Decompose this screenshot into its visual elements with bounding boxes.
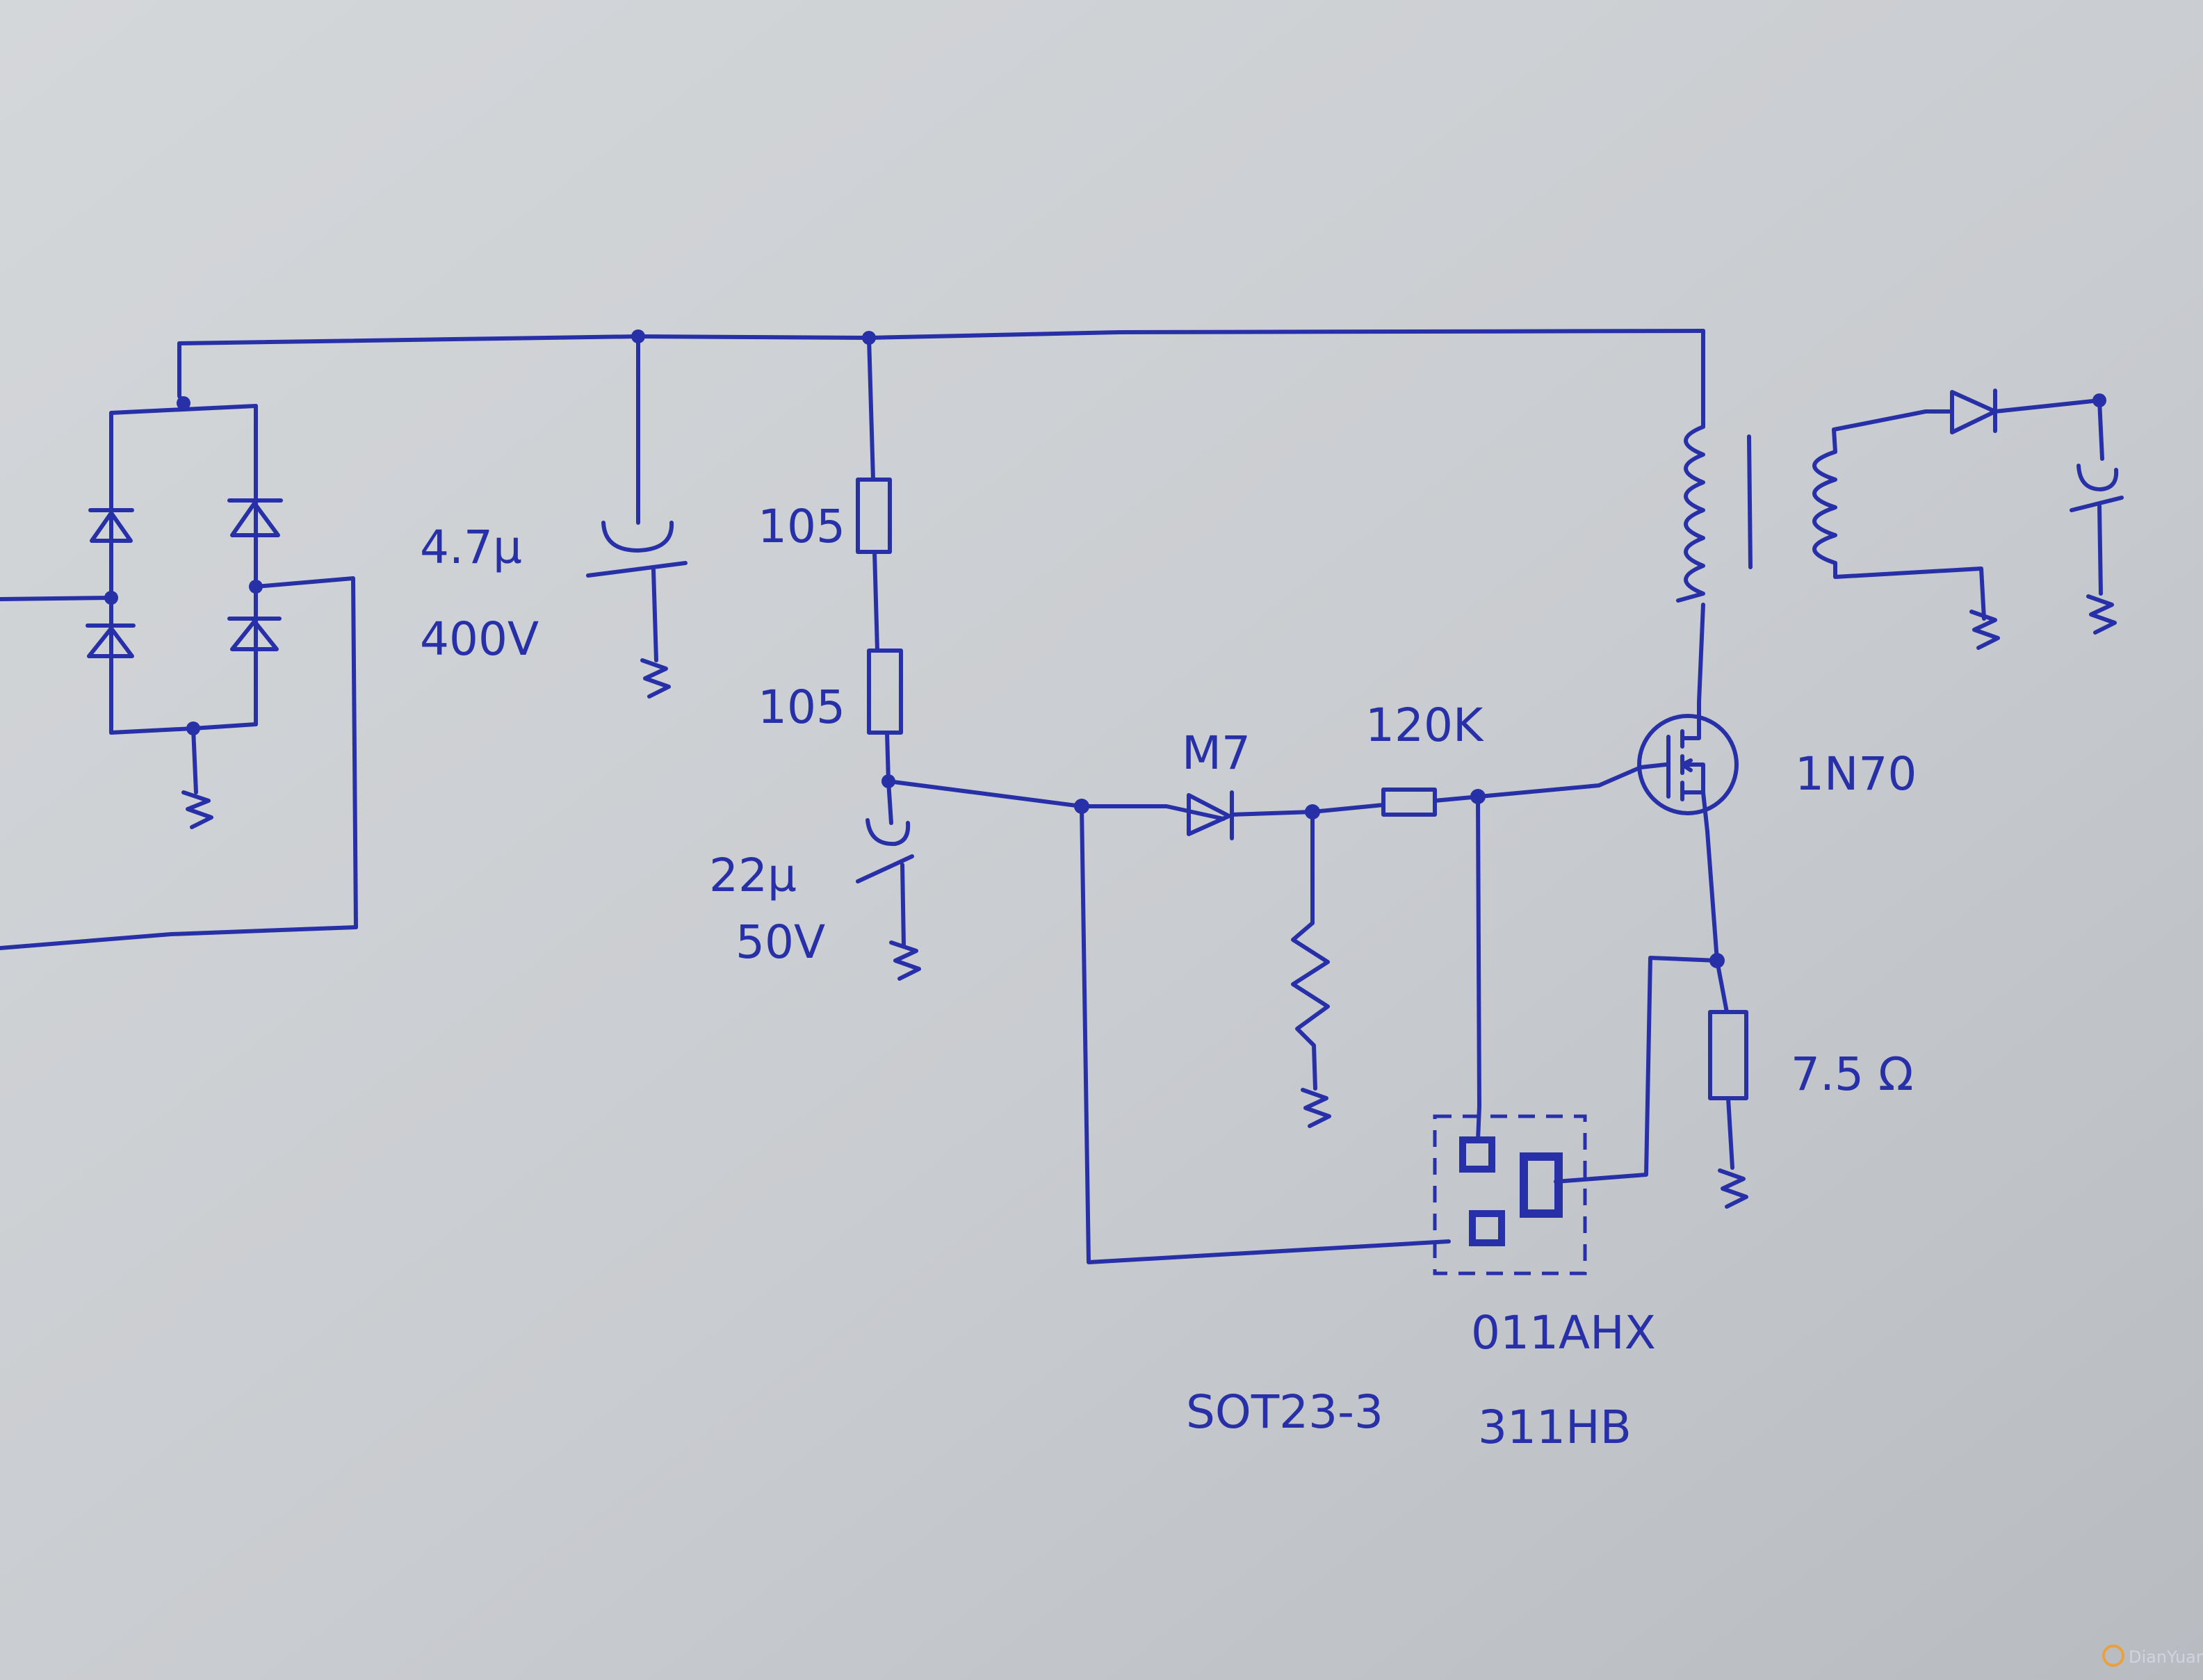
mosfet-label: 1N70 (1795, 747, 1917, 801)
r-120k-label: 120K (1365, 699, 1484, 752)
ic-mark-line-2: 311HB (1478, 1401, 1632, 1454)
watermark-text: DianYuan.com (2129, 1647, 2203, 1667)
r2-value-label: 105 (758, 680, 845, 734)
c1-value-label: 4.7µ (420, 521, 522, 574)
c2-voltage-label: 50V (735, 915, 825, 969)
sense-resistor-label: 7.5 Ω (1791, 1047, 1913, 1101)
controller-ic (1433, 1104, 1587, 1275)
c1-voltage-label: 400V (420, 612, 539, 666)
bulk-capacitor (586, 334, 688, 699)
ic-mark-line-1: 011AHX (1471, 1306, 1656, 1360)
watermark-logo-icon (2102, 1645, 2124, 1667)
transformer (1676, 329, 2124, 704)
mosfet (1637, 700, 1739, 833)
ic-package-label: SOT23-3 (1186, 1385, 1383, 1439)
r1-value-label: 105 (758, 500, 845, 553)
feedback-network (1080, 765, 1643, 1264)
diode-m7-label: M7 (1182, 726, 1251, 780)
startup-resistor-chain (856, 336, 1226, 981)
watermark: DianYuan.com (2102, 1645, 2203, 1667)
c2-value-label: 22µ (709, 849, 797, 902)
sense-resistor (1554, 829, 1748, 1209)
